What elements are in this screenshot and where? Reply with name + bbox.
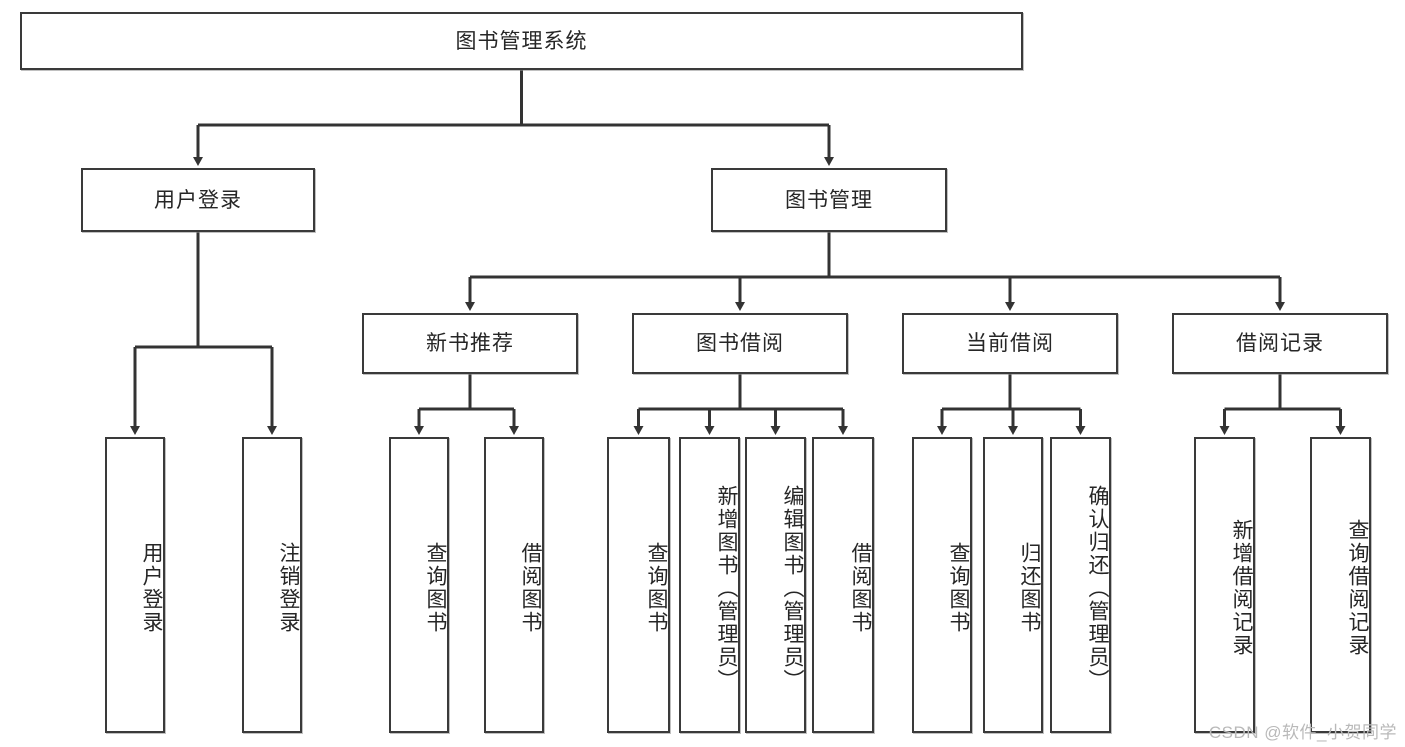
node-leaf-borrow-book-1[interactable]: 借阅图书 xyxy=(484,437,544,733)
node-label-leaf-confirm-return: 确认归还（管理员） xyxy=(1086,484,1109,692)
node-label-leaf-user-login: 用户登录 xyxy=(140,542,163,634)
node-label-new-book-rec: 新书推荐 xyxy=(426,332,514,355)
node-leaf-query-book-2[interactable]: 查询图书 xyxy=(607,437,670,733)
node-leaf-borrow-book-2[interactable]: 借阅图书 xyxy=(812,437,874,733)
node-current-borrow[interactable]: 当前借阅 xyxy=(902,313,1118,374)
node-label-leaf-return-book: 归还图书 xyxy=(1018,542,1041,634)
node-new-book-rec[interactable]: 新书推荐 xyxy=(362,313,578,374)
node-leaf-user-login[interactable]: 用户登录 xyxy=(105,437,165,733)
node-label-leaf-query-book-3: 查询图书 xyxy=(947,542,970,634)
node-leaf-add-book[interactable]: 新增图书（管理员） xyxy=(679,437,740,733)
node-leaf-add-record[interactable]: 新增借阅记录 xyxy=(1194,437,1255,733)
node-leaf-user-logout[interactable]: 注销登录 xyxy=(242,437,302,733)
node-leaf-return-book[interactable]: 归还图书 xyxy=(983,437,1043,733)
node-label-leaf-add-record: 新增借阅记录 xyxy=(1230,519,1253,657)
node-label-leaf-query-record: 查询借阅记录 xyxy=(1346,519,1369,657)
node-label-leaf-edit-book: 编辑图书（管理员） xyxy=(781,484,804,692)
node-label-leaf-query-book-2: 查询图书 xyxy=(645,542,668,634)
node-leaf-query-book-3[interactable]: 查询图书 xyxy=(912,437,972,733)
node-label-book-borrow: 图书借阅 xyxy=(696,332,784,355)
node-label-borrow-record: 借阅记录 xyxy=(1236,332,1324,355)
node-user-login[interactable]: 用户登录 xyxy=(81,168,315,232)
node-book-borrow[interactable]: 图书借阅 xyxy=(632,313,848,374)
node-leaf-edit-book[interactable]: 编辑图书（管理员） xyxy=(745,437,806,733)
node-label-leaf-user-logout: 注销登录 xyxy=(277,542,300,634)
node-root[interactable]: 图书管理系统 xyxy=(20,12,1023,70)
node-book-manage[interactable]: 图书管理 xyxy=(711,168,947,232)
node-label-leaf-add-book: 新增图书（管理员） xyxy=(715,484,738,692)
node-leaf-confirm-return[interactable]: 确认归还（管理员） xyxy=(1050,437,1111,733)
node-label-current-borrow: 当前借阅 xyxy=(966,332,1054,355)
node-borrow-record[interactable]: 借阅记录 xyxy=(1172,313,1388,374)
node-label-leaf-borrow-book-1: 借阅图书 xyxy=(519,542,542,634)
node-label-root: 图书管理系统 xyxy=(455,29,588,53)
node-label-user-login: 用户登录 xyxy=(154,188,242,212)
node-label-book-manage: 图书管理 xyxy=(785,188,873,212)
node-label-leaf-query-book-1: 查询图书 xyxy=(424,542,447,634)
node-label-leaf-borrow-book-2: 借阅图书 xyxy=(849,542,872,634)
node-leaf-query-record[interactable]: 查询借阅记录 xyxy=(1310,437,1371,733)
node-leaf-query-book-1[interactable]: 查询图书 xyxy=(389,437,449,733)
